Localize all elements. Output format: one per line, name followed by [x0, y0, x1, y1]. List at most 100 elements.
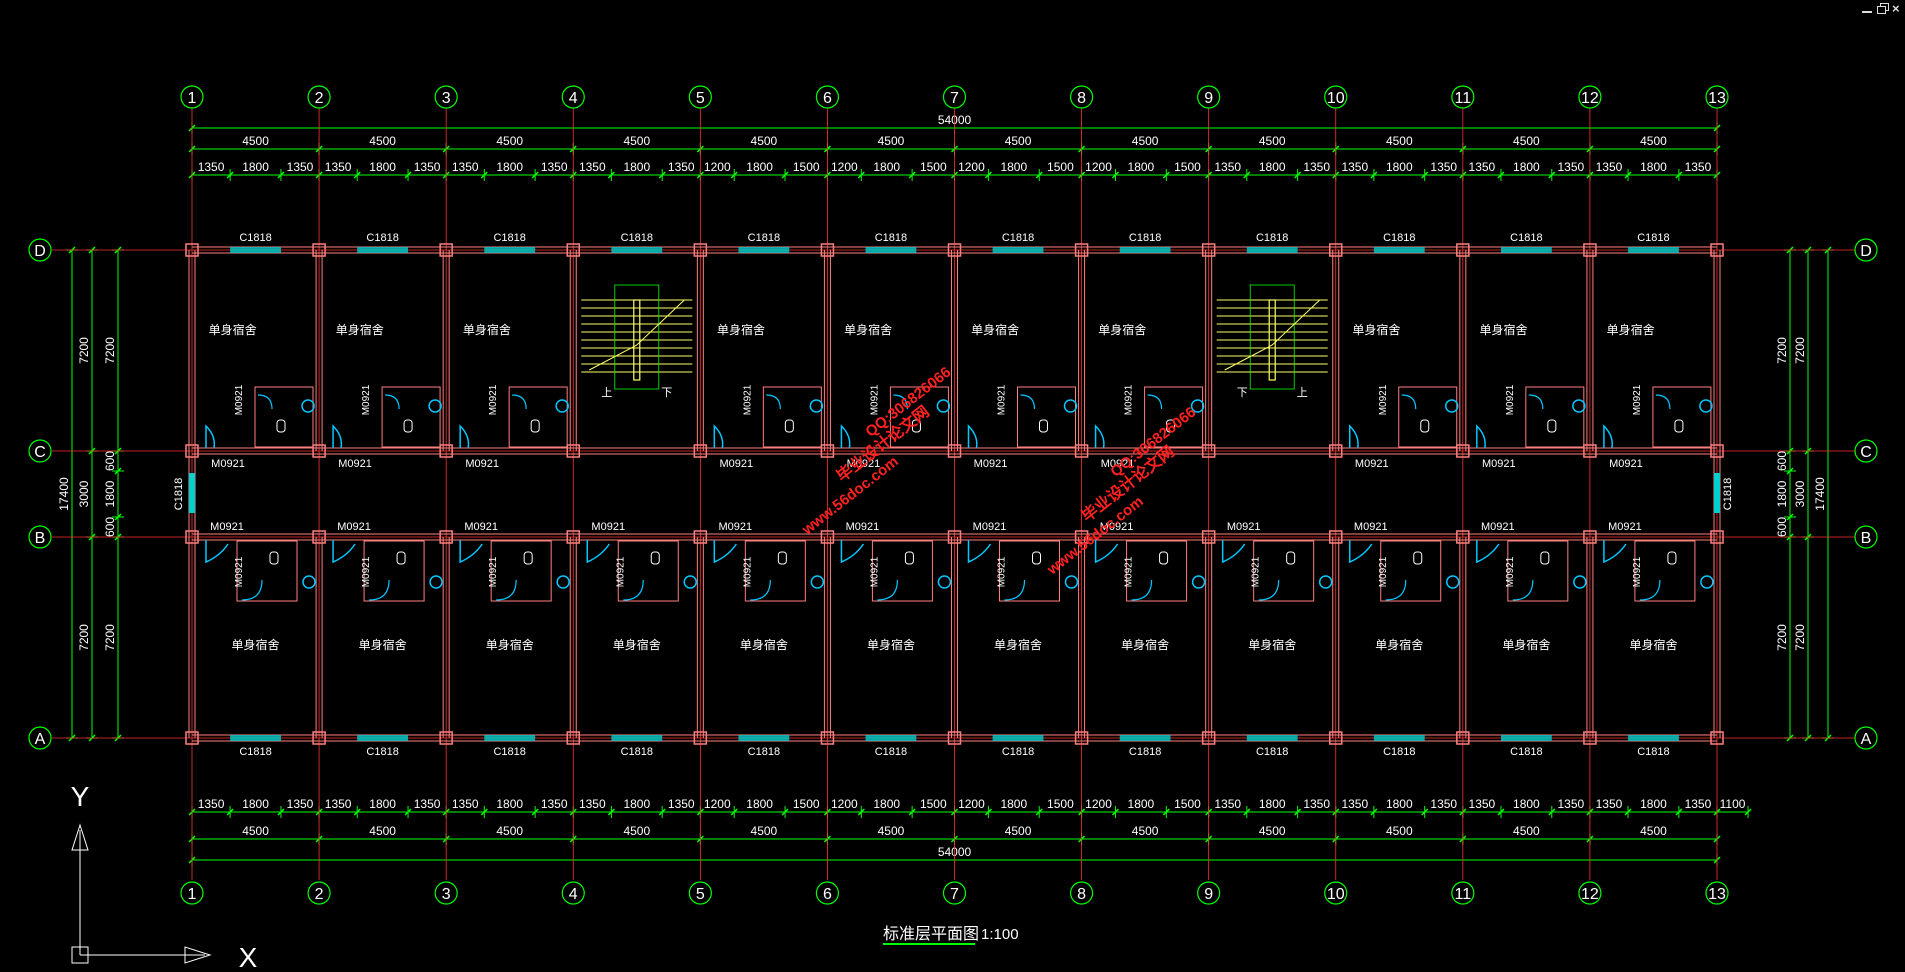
window-opening [1500, 735, 1552, 741]
dimension-slash [480, 171, 488, 179]
door-label: M0921 [1124, 556, 1135, 587]
dimension-text: 1350 [668, 160, 695, 174]
dimension-text: 1350 [1430, 797, 1457, 811]
axis-bubble-col-label: 6 [823, 90, 832, 107]
toilet-icon [1420, 419, 1430, 433]
room-label: 单身宿舍 [486, 637, 534, 652]
structural-column [693, 444, 708, 458]
door-label: M0921 [742, 556, 753, 587]
basin-icon [428, 399, 442, 413]
dimension-text: 1350 [325, 160, 352, 174]
dimension-text: 1350 [1596, 160, 1623, 174]
dimension-text: 1350 [1214, 160, 1241, 174]
stair-down-label: 上 [1297, 386, 1308, 399]
door-swing-icon [840, 540, 865, 564]
dimension-text: 1100 [1720, 797, 1746, 811]
door-label: M0921 [488, 556, 499, 587]
structural-column [1329, 731, 1343, 745]
dimension-text: 1350 [1341, 160, 1368, 174]
axis-bubble-col [561, 85, 585, 109]
dimension-slash [404, 808, 412, 816]
door-swing-icon [1603, 540, 1627, 564]
bathroom-wall [1253, 540, 1315, 602]
corridor-window-label: C1818 [1722, 478, 1734, 510]
dimension-text: 4500 [751, 824, 778, 838]
dimension-slash [353, 808, 361, 816]
corridor-window-label: C1818 [173, 478, 185, 510]
restore-button[interactable] [1877, 3, 1889, 15]
structural-column [439, 243, 453, 257]
axis-bubble-col [1705, 881, 1729, 905]
axis-bubble-col-label: 13 [1708, 90, 1726, 107]
window-label: C1818 [875, 232, 907, 244]
dimension-slash [531, 171, 539, 179]
dimension-slash [226, 808, 234, 816]
axis-bubble-col-label: 3 [442, 90, 451, 107]
structural-column [1074, 243, 1089, 257]
stair-down-label: 下 [661, 387, 672, 399]
minimize-button[interactable] [1861, 3, 1873, 15]
axis-bubble-col [1451, 85, 1475, 109]
door-swing-icon [1094, 540, 1119, 564]
door-swing-icon [1639, 579, 1661, 601]
toilet-icon [269, 551, 279, 565]
axis-bubble-col-label: 7 [950, 90, 959, 107]
window-opening [992, 247, 1044, 253]
dimension-text: 1800 [1640, 797, 1667, 811]
door-swing-icon [385, 394, 400, 410]
structural-column [820, 530, 835, 544]
dimension-slash [1624, 171, 1632, 179]
dimension-slash [353, 171, 361, 179]
close-button[interactable]: × [1892, 1, 1900, 16]
axis-bubble-col [942, 85, 967, 109]
bathroom-wall [1507, 540, 1569, 602]
ucs-icon: YX [71, 781, 258, 972]
dimension-text: 7200 [77, 624, 91, 651]
axis-bubble-row [28, 726, 52, 750]
corridor-window [189, 473, 195, 513]
door-label: M0921 [1632, 556, 1643, 587]
window-label: C1818 [1002, 746, 1034, 758]
window-opening [865, 735, 917, 741]
door-swing-icon [1401, 394, 1417, 410]
basin-icon [937, 575, 952, 589]
dimension-text: 1350 [287, 797, 314, 811]
drawing-title-block: 标准层平面图 1:100 [883, 925, 1019, 945]
stair-handrail [633, 299, 641, 381]
basin-icon [809, 399, 824, 413]
dimension-text: 1350 [1558, 797, 1585, 811]
window-label: C1818 [875, 746, 907, 758]
bathroom-wall [236, 540, 298, 602]
dimension-text: 7200 [1775, 624, 1789, 651]
structural-column [1456, 530, 1470, 544]
dimension-text: 1200 [704, 160, 731, 174]
axis-bubble-row-label: B [35, 530, 46, 547]
door-label: M0921 [742, 384, 753, 415]
dimension-slash [1111, 808, 1120, 816]
basin-icon [1446, 575, 1460, 589]
door-label: M0921 [847, 458, 881, 470]
basin-icon [1699, 399, 1713, 413]
dimension-slash [908, 171, 916, 179]
ucs-y-arrow [71, 823, 89, 851]
axis-bubble-col-label: 6 [823, 886, 832, 903]
window-opening [230, 735, 281, 741]
room-label: 单身宿舍 [1375, 637, 1423, 652]
dimension-text: 4500 [242, 134, 269, 148]
axis-bubble-col-label: 13 [1708, 886, 1726, 903]
dimension-slash [908, 808, 916, 816]
door-swing-icon [369, 579, 390, 601]
dimension-slash [226, 171, 234, 179]
dimension-slash [114, 513, 122, 521]
dimension-slash [857, 171, 865, 179]
axis-bubble-row [1854, 439, 1878, 463]
dimension-text: 1350 [452, 160, 479, 174]
bathroom-wall [381, 386, 441, 448]
basin-icon [1190, 399, 1205, 413]
door-swing-icon [1528, 394, 1544, 410]
axis-bubble-col-label: 5 [696, 90, 705, 107]
structural-column [312, 530, 326, 544]
window-opening [865, 247, 917, 253]
